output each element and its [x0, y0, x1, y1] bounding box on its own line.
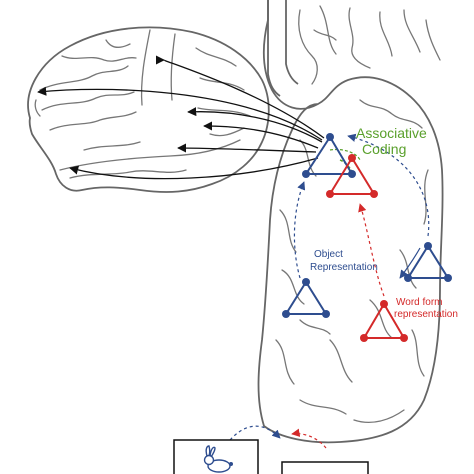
object-representation-node-right [404, 242, 452, 282]
word-form-representation-node [360, 300, 408, 342]
associative-word-node [326, 154, 378, 198]
rabbit-icon [203, 445, 233, 473]
object-representation-label-line1: Object [314, 249, 343, 260]
associative-object-node [302, 133, 356, 178]
object-representation-node [282, 278, 330, 318]
associative-coding-label-line2: Coding [362, 141, 406, 157]
object-representation-label-line2: Representation [310, 262, 378, 273]
feedback-projection-arrows [37, 55, 325, 180]
word-form-label-line2: representation [394, 309, 458, 320]
word-form-label-line1: Word form [396, 297, 443, 308]
ventral-brain-illustration [257, 0, 444, 444]
word-stimulus-box [281, 461, 369, 474]
picture-stimulus-box [173, 439, 259, 474]
lateral-brain-illustration [27, 26, 270, 193]
associative-coding-label-line1: Associative [356, 125, 427, 141]
